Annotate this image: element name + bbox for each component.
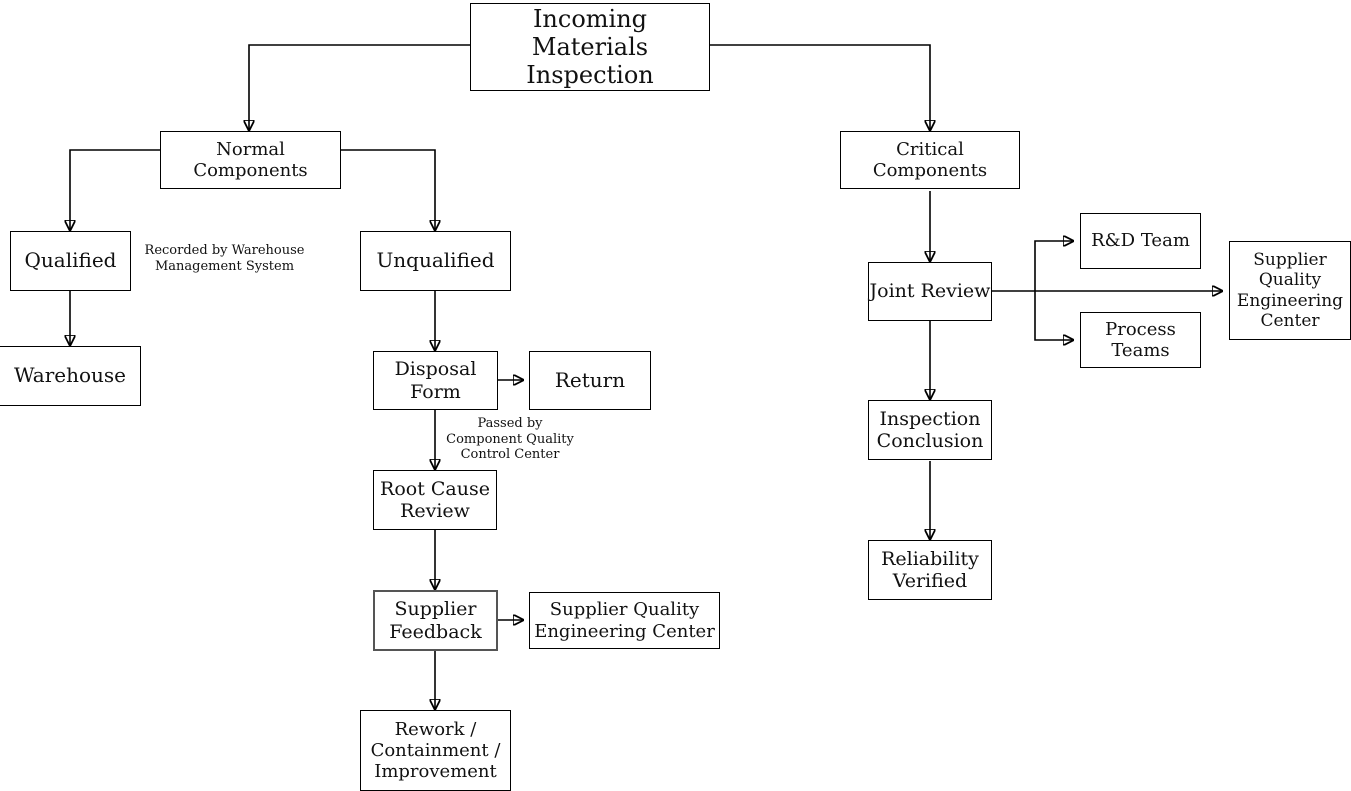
node-reliability-verified[interactable]: Reliability Verified xyxy=(868,540,992,600)
node-disposal-form[interactable]: Disposal Form xyxy=(373,351,498,410)
node-return[interactable]: Return xyxy=(529,351,651,410)
node-unqualified[interactable]: Unqualified xyxy=(360,231,511,291)
edge-label-passed-by-cqcc: Passed by Component Quality Control Cent… xyxy=(446,416,574,463)
node-rework-containment-improvement[interactable]: Rework / Containment / Improvement xyxy=(360,710,511,791)
edge-bus-to-rd-team xyxy=(1034,241,1073,291)
edge-label-warehouse-record: Recorded by Warehouse Management System xyxy=(144,243,305,274)
edge-normal-to-unqualified xyxy=(341,149,435,230)
node-supplier-quality-engineering-center-mid[interactable]: Supplier Quality Engineering Center xyxy=(529,592,720,649)
node-supplier-quality-engineering-center-right[interactable]: Supplier Quality Engineering Center xyxy=(1229,241,1351,340)
node-rd-team[interactable]: R&D Team xyxy=(1080,213,1201,269)
node-joint-review[interactable]: Joint Review xyxy=(868,262,992,321)
node-inspection-conclusion[interactable]: Inspection Conclusion xyxy=(868,400,992,460)
node-qualified[interactable]: Qualified xyxy=(10,231,131,291)
node-normal-components[interactable]: Normal Components xyxy=(160,131,341,189)
node-root-cause-review[interactable]: Root Cause Review xyxy=(373,470,497,530)
edge-bus-to-process-teams xyxy=(1034,291,1073,340)
node-critical-components[interactable]: Critical Components xyxy=(840,131,1020,189)
node-process-teams[interactable]: Process Teams xyxy=(1080,312,1201,368)
edge-normal-to-qualified xyxy=(70,149,160,230)
node-supplier-feedback[interactable]: Supplier Feedback xyxy=(373,590,498,651)
node-warehouse[interactable]: Warehouse xyxy=(0,346,141,406)
node-incoming-materials-inspection[interactable]: Incoming Materials Inspection xyxy=(470,3,710,91)
